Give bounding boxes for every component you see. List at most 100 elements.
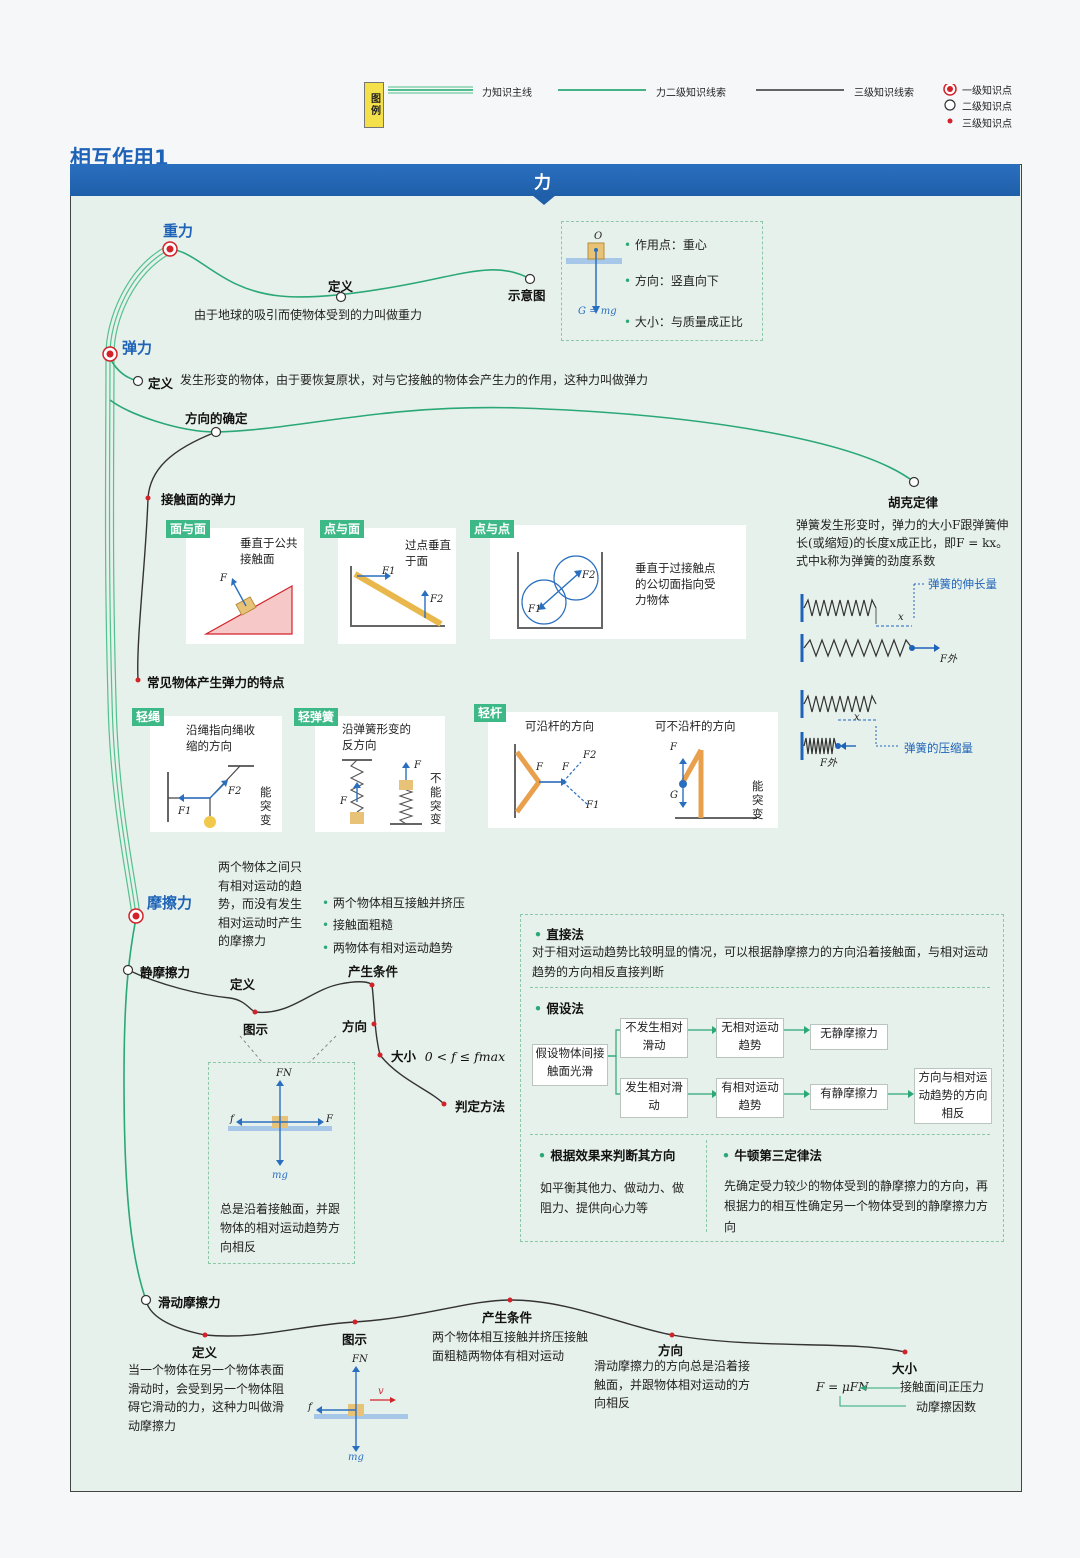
static-mg: mg: [272, 1170, 288, 1181]
direct-title: • 直接法: [534, 927, 584, 942]
rope-f2: F2: [228, 786, 242, 797]
spring-f-left: F: [340, 796, 347, 807]
rod-g: G: [670, 790, 678, 801]
static-diagram-box: [208, 1062, 355, 1264]
point-point-diagram: [517, 552, 603, 629]
rod-f: F: [536, 762, 543, 773]
gravity-point-o: O: [594, 231, 603, 242]
assume-title: • 假设法: [534, 1001, 584, 1016]
gravity-diagram: [566, 242, 622, 314]
legend-label: 图例: [364, 82, 384, 128]
sliding-fn: FN: [352, 1354, 368, 1365]
rope-diagram: [167, 765, 254, 828]
gravity-diagram-label: 示意图: [508, 288, 546, 303]
rod-side: 能突变: [752, 779, 764, 821]
point-point-tag: 点与点: [470, 520, 515, 538]
legend-point1: 一级知识点: [962, 86, 1012, 97]
static-condition-0: • 两个物体相互接触并挤压: [322, 896, 465, 910]
sliding-f: f: [308, 1402, 312, 1413]
legend-lines: [388, 84, 957, 124]
methods-divider-2: [530, 1134, 990, 1135]
gravity-title: 重力: [163, 222, 194, 240]
static-condition-2: • 两物体有相对运动趋势: [322, 941, 453, 955]
sliding-direction-text: 滑动摩擦力的方向总是沿着接触面，并跟物体相对运动的方向相反: [594, 1359, 751, 1411]
opposite-box: 方向与相对运动趋势的方向相反: [914, 1068, 992, 1124]
legend-main: 力知识主线: [482, 88, 532, 99]
rope-text: 沿绳指向绳收缩的方向: [186, 723, 255, 753]
legend-point3: 三级知识点: [962, 119, 1012, 130]
static-diagram-label: 图示: [243, 1022, 269, 1037]
elastic-title: 弹力: [122, 339, 153, 357]
sliding-definition-label: 定义: [192, 1345, 218, 1360]
sliding-coef: 动摩擦因数: [916, 1400, 977, 1414]
legend-level3: 三级知识线索: [854, 88, 914, 99]
rod-diagram: [514, 744, 757, 819]
point-face-text: 过点垂直于面: [405, 538, 451, 568]
elastic-contact-label: 接触面的弹力: [161, 492, 237, 507]
gravity-magnitude: • 大小：与质量成正比: [624, 315, 743, 329]
sliding-direction-label: 方向: [658, 1343, 684, 1358]
static-title: 静摩擦力: [140, 965, 191, 980]
gravity-formula: G = mg: [578, 306, 617, 317]
elastic-direction-label: 方向的确定: [185, 411, 248, 426]
methods-divider-3: [706, 1140, 707, 1232]
spring-f-right: F: [414, 760, 421, 771]
point-point-text: 垂直于过接触点的公切面指向受力物体: [635, 561, 716, 607]
sliding-size-label: 大小: [892, 1361, 918, 1376]
sliding-definition-text: 当一个物体在另一个物体表面滑动时，会受到另一个物体阻碍它滑动的力，这种力叫做滑动…: [128, 1363, 285, 1433]
newton-text: 先确定受力较少的物体受到的静摩擦力的方向，再根据力的相互性确定另一个物体受到的静…: [724, 1179, 989, 1234]
header-pointer: [532, 195, 556, 205]
legend-level2: 力二级知识线索: [656, 88, 726, 99]
face-face-text: 垂直于公共接触面: [240, 536, 298, 566]
direct-text: 对于相对运动趋势比较明显的情况，可以根据静摩擦力的方向沿着接触面，与相对运动趋势…: [532, 945, 989, 980]
face-face-tag: 面与面: [166, 520, 211, 538]
rope-card: [150, 716, 282, 832]
rod-card: [488, 712, 778, 828]
spring-text: 沿弹簧形变的反方向: [342, 722, 411, 752]
methods-divider-1: [530, 987, 990, 988]
sliding-formula: F = μFN: [816, 1380, 869, 1394]
sliding-mg: mg: [348, 1452, 364, 1463]
hooke-text: 弹簧发生形变时，弹力的大小F跟弹簧伸长(或缩短)的长度x成正比，即F = kx。…: [796, 518, 1009, 568]
rod-tag: 轻杆: [474, 704, 507, 722]
rod-f-right: F: [670, 742, 677, 753]
no-friction-box: 无静摩擦力: [810, 1024, 888, 1050]
sliding-diagram-label: 图示: [342, 1332, 368, 1347]
rod-text2: 可不沿杆的方向: [655, 719, 736, 733]
rod-f1: F1: [586, 800, 600, 811]
elastic-definition-label: 定义: [148, 376, 174, 391]
elastic-definition-text: 发生形变的物体，由于要恢复原状，对与它接触的物体会产生力的作用，这种力叫做弹力: [180, 373, 649, 387]
gravity-definition-label: 定义: [328, 279, 354, 294]
static-direction-label: 方向: [342, 1019, 368, 1034]
gravity-diagram-box: [561, 221, 763, 341]
rod-f2: F2: [583, 750, 597, 761]
sliding-v: v: [378, 1386, 384, 1397]
static-size: 大小 0 < f ≤ fmax: [391, 1049, 506, 1064]
sliding-title: 滑动摩擦力: [158, 1295, 221, 1310]
has-friction-box: 有静摩擦力: [810, 1084, 888, 1110]
sliding-formula-lines: [839, 1385, 906, 1407]
hooke-fout-bottom: F外: [820, 758, 837, 769]
point-face-f1: F1: [382, 566, 396, 577]
static-F: F: [326, 1114, 333, 1125]
gravity-definition-text: 由于地球的吸引而使物体受到的力叫做重力: [194, 308, 423, 322]
hooke-compress: 弹簧的压缩量: [904, 741, 973, 755]
point-face-f2: F2: [430, 594, 444, 605]
sliding-pressure: 接触面间正压力: [900, 1380, 985, 1394]
hooke-x-top: x: [898, 612, 904, 623]
rope-tag: 轻绳: [132, 708, 165, 726]
spring-diagram: [342, 759, 422, 825]
static-method-label: 判定方法: [455, 1099, 506, 1114]
sliding-condition-label: 产生条件: [482, 1310, 533, 1325]
elastic-common-label: 常见物体产生弹力的特点: [147, 675, 285, 690]
static-condition-label: 产生条件: [348, 964, 399, 979]
static-diagram: [228, 1080, 332, 1166]
methods-box: [520, 914, 1004, 1242]
point-point-card: [490, 525, 746, 639]
spring-tag: 轻弹簧: [294, 708, 339, 726]
static-condition-1: • 接触面粗糙: [322, 918, 393, 932]
rope-f1: F1: [178, 806, 192, 817]
point-face-tag: 点与面: [320, 520, 365, 538]
assume-flow-lines: [606, 1026, 914, 1098]
